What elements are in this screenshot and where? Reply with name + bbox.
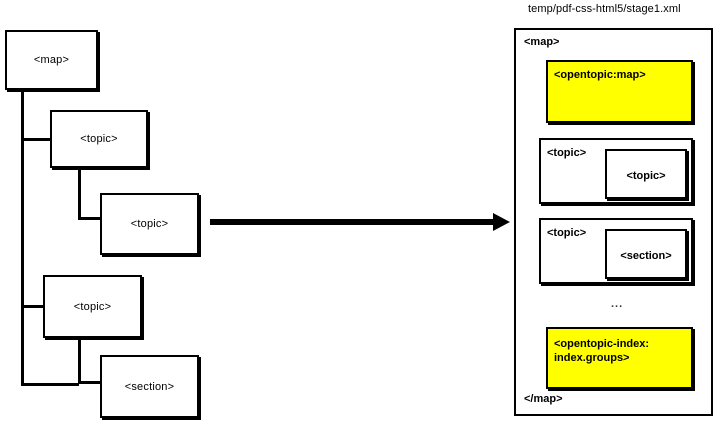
result-close-map-tag: </map> <box>524 393 563 405</box>
tree-node-topic-1-label: <topic> <box>80 133 118 145</box>
connector-topic-1-to-topic-2 <box>78 217 102 220</box>
result-node-opentopic-index: <opentopic-index: index.groups> <box>546 327 693 389</box>
connector-map-trunk-vertical <box>21 90 24 386</box>
result-open-map-tag: <map> <box>524 36 560 48</box>
tree-node-topic-1: <topic> <box>50 110 148 168</box>
tree-node-section-label: <section> <box>124 380 175 393</box>
tree-node-map: <map> <box>5 30 98 90</box>
result-file-caption: temp/pdf-css-html5/stage1.xml <box>528 3 681 15</box>
result-node-opentopic-index-label: <opentopic-index: index.groups> <box>554 338 650 364</box>
connector-topic-3-to-section <box>78 381 102 384</box>
connector-trunk-bottom-stub <box>21 383 79 386</box>
connector-map-to-topic-1 <box>21 138 52 141</box>
result-node-opentopic-map-label: <opentopic:map> <box>554 69 646 81</box>
result-node-topic-group-2-label: <topic> <box>547 227 587 239</box>
connector-map-to-topic-3 <box>21 305 45 308</box>
result-node-section-nested-label: <section> <box>620 250 672 262</box>
tree-node-topic-2: <topic> <box>100 193 199 255</box>
result-node-topic-nested-label: <topic> <box>626 170 666 182</box>
result-node-topic-group-1-label: <topic> <box>547 147 587 159</box>
transformation-arrow-shaft <box>210 219 495 225</box>
tree-node-section: <section> <box>100 355 199 418</box>
result-node-section-nested: <section> <box>605 229 687 279</box>
tree-node-topic-2-label: <topic> <box>130 218 169 230</box>
result-ellipsis: ... <box>611 298 624 310</box>
transformation-arrow-head <box>493 213 510 231</box>
result-node-topic-nested: <topic> <box>605 149 687 199</box>
tree-node-topic-3: <topic> <box>43 275 142 338</box>
result-node-opentopic-map: <opentopic:map> <box>546 60 693 123</box>
connector-topic-3-drop <box>78 338 81 383</box>
connector-topic-1-drop <box>78 168 81 219</box>
tree-node-map-label: <map> <box>33 54 70 66</box>
tree-node-topic-3-label: <topic> <box>73 300 112 313</box>
